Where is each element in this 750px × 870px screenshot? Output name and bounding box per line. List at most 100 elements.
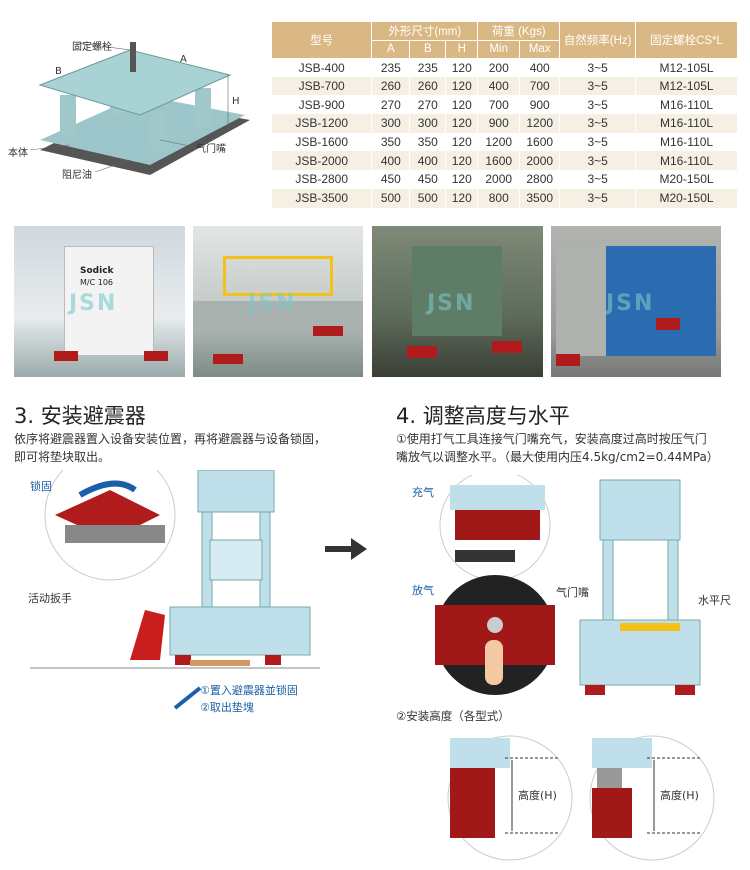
table-cell: M12-105L	[635, 58, 738, 77]
table-cell: 3~5	[559, 170, 637, 189]
table-cell: 450	[409, 170, 447, 189]
table-cell: 700	[477, 95, 521, 115]
table-cell: 3~5	[559, 76, 637, 96]
arrow-right-icon	[325, 538, 367, 564]
table-cell: 1200	[477, 132, 521, 152]
table-cell: 120	[445, 58, 479, 77]
press-install-drawing	[30, 449, 320, 710]
machine-model: M/C 106	[80, 278, 113, 287]
watermark: JSN	[427, 291, 476, 316]
table-cell: 120	[445, 114, 479, 133]
watermark: JSN	[69, 291, 118, 316]
table-cell: 500	[371, 188, 411, 208]
label-a: A	[180, 54, 187, 65]
table-cell: 400	[477, 76, 521, 96]
table-cell: M20-150L	[635, 188, 738, 208]
section4-illustration	[430, 469, 740, 710]
spec-table: 型号 外形尺寸(mm) 荷重 (Kgs) 自然频率(Hz) 固定螺栓CS*L A…	[272, 22, 738, 208]
table-cell: 3~5	[559, 58, 637, 77]
table-cell: 235	[371, 58, 411, 77]
section3-title: 3. 安装避震器	[14, 404, 146, 428]
table-cell: JSB-3500	[272, 188, 373, 208]
table-cell: 450	[371, 170, 411, 189]
step-1: ①置入避震器並锁固	[200, 684, 298, 697]
watermark: JSN	[606, 291, 655, 316]
table-cell: 200	[477, 58, 521, 77]
table-cell: 400	[519, 58, 561, 77]
table-cell: 3500	[519, 188, 561, 208]
table-cell: 120	[445, 95, 479, 115]
table-cell: 270	[371, 95, 411, 115]
table-cell: 500	[409, 188, 447, 208]
table-cell: 350	[409, 132, 447, 152]
label-lock: 锁固	[30, 480, 52, 493]
section3-desc-2: 即可将垫块取出。	[14, 450, 111, 464]
table-cell: JSB-400	[272, 58, 373, 77]
table-cell: 235	[409, 58, 447, 77]
label-level: 水平尺	[698, 594, 731, 607]
height-title: ②安装高度（各型式）	[396, 709, 510, 723]
table-cell: 260	[409, 76, 447, 96]
table-cell: 700	[519, 76, 561, 96]
table-cell: 120	[445, 170, 479, 189]
label-damping-oil: 阻尼油	[62, 170, 92, 181]
table-cell: M16-110L	[635, 114, 738, 133]
label-body: 本体	[8, 148, 28, 159]
table-cell: 300	[371, 114, 411, 133]
table-cell: 120	[445, 132, 479, 152]
photo-machine-3: JSN	[372, 226, 543, 377]
table-cell: 3~5	[559, 114, 637, 133]
isolator-diagram: 固定螺栓 A B H 本体 阻尼油 气门嘴	[0, 20, 262, 190]
label-inflate: 充气	[412, 486, 434, 499]
table-cell: M16-110L	[635, 95, 738, 115]
table-cell: 120	[445, 188, 479, 208]
height-detail-1	[440, 728, 580, 863]
table-cell: 900	[477, 114, 521, 133]
table-cell: 2800	[519, 170, 561, 189]
isolator-drawing	[29, 42, 250, 175]
table-cell: 1600	[477, 151, 521, 171]
table-cell: 260	[371, 76, 411, 96]
header-max: Max	[519, 40, 561, 59]
header-bolt: 固定螺栓CS*L	[635, 22, 738, 59]
section4-title: 4. 调整高度与水平	[396, 404, 570, 428]
label-b: B	[55, 66, 62, 77]
label-valve: 气门嘴	[556, 586, 589, 599]
table-cell: 3~5	[559, 188, 637, 208]
header-b: B	[409, 40, 447, 59]
label-h: H	[232, 96, 240, 107]
height-detail-2	[582, 728, 722, 863]
height-label-1: 高度(H)	[518, 789, 557, 802]
table-cell: 120	[445, 151, 479, 171]
table-cell: 900	[519, 95, 561, 115]
table-cell: JSB-2000	[272, 151, 373, 171]
header-freq: 自然频率(Hz)	[559, 22, 637, 59]
table-cell: M20-150L	[635, 170, 738, 189]
table-cell: 2000	[477, 170, 521, 189]
table-cell: 1600	[519, 132, 561, 152]
table-cell: 1200	[519, 114, 561, 133]
label-bolt: 固定螺栓	[72, 42, 112, 53]
header-h: H	[445, 40, 479, 59]
header-a: A	[371, 40, 411, 59]
photo-machine-1: Sodick M/C 106 JSN	[14, 226, 185, 377]
table-cell: M12-105L	[635, 76, 738, 96]
table-cell: JSB-700	[272, 76, 373, 96]
photo-machine-2: JSN	[193, 226, 363, 377]
label-wrench: 活动扳手	[28, 592, 72, 605]
table-cell: M16-110L	[635, 151, 738, 171]
header-load: 荷重 (Kgs)	[477, 22, 561, 41]
adjust-drawing	[435, 469, 701, 695]
section3-desc-1: 依序将避震器置入设备安装位置，再将避震器与设备锁固，	[14, 432, 327, 446]
machine-brand: Sodick	[80, 266, 114, 276]
section3-illustration	[20, 449, 320, 710]
table-cell: JSB-2800	[272, 170, 373, 189]
header-dims: 外形尺寸(mm)	[371, 22, 479, 41]
